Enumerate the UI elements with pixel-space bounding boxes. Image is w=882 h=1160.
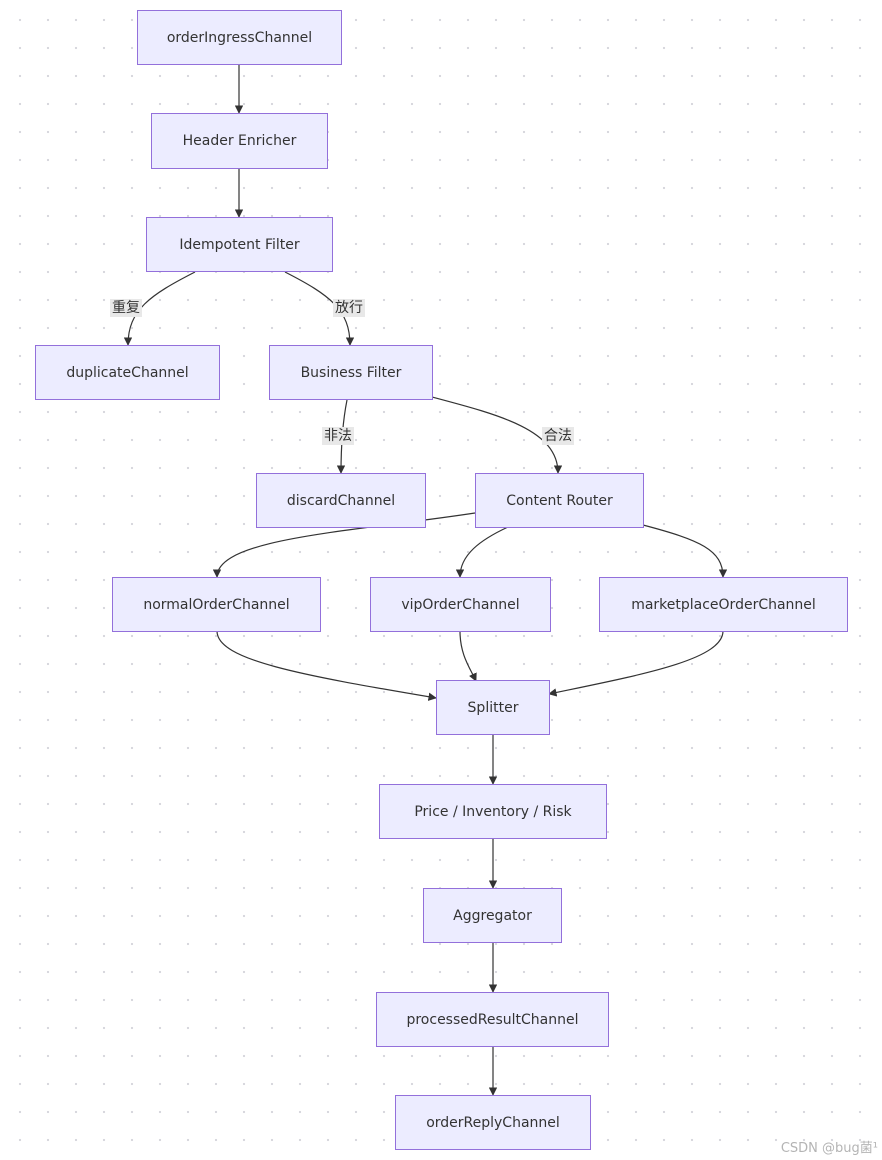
node-processed-result-channel: processedResultChannel xyxy=(376,992,609,1047)
edge-marketplace-to-splitter xyxy=(548,630,724,697)
node-content-router: Content Router xyxy=(475,473,644,528)
edge-idempotent-to-duplicate xyxy=(123,271,196,346)
watermark: CSDN @bug菌¹ xyxy=(780,1141,878,1156)
edge-router-to-marketplace xyxy=(642,524,728,578)
node-idempotent-filter: Idempotent Filter xyxy=(146,217,333,272)
edge-business-to-router xyxy=(431,396,563,474)
edge-router-to-vip xyxy=(455,526,509,578)
node-splitter: Splitter xyxy=(436,680,550,735)
node-vip-order-channel: vipOrderChannel xyxy=(370,577,551,632)
edge-label-illegal: 非法 xyxy=(322,427,354,445)
edge-label-duplicate: 重复 xyxy=(110,299,142,317)
node-order-reply-channel: orderReplyChannel xyxy=(395,1095,591,1150)
edge-normal-to-splitter xyxy=(216,630,437,701)
node-aggregator: Aggregator xyxy=(423,888,562,943)
edge-vip-to-splitter xyxy=(459,630,477,682)
node-discard-channel: discardChannel xyxy=(256,473,426,528)
edge-label-pass: 放行 xyxy=(333,299,365,317)
node-header-enricher: Header Enricher xyxy=(151,113,328,169)
edge-label-legal: 合法 xyxy=(542,427,574,445)
node-business-filter: Business Filter xyxy=(269,345,433,400)
node-duplicate-channel: duplicateChannel xyxy=(35,345,220,400)
node-normal-order-channel: normalOrderChannel xyxy=(112,577,321,632)
node-marketplace-order-channel: marketplaceOrderChannel xyxy=(599,577,848,632)
node-price-inventory-risk: Price / Inventory / Risk xyxy=(379,784,607,839)
edge-router-to-normal xyxy=(212,512,476,578)
node-order-ingress-channel: orderIngressChannel xyxy=(137,10,342,65)
